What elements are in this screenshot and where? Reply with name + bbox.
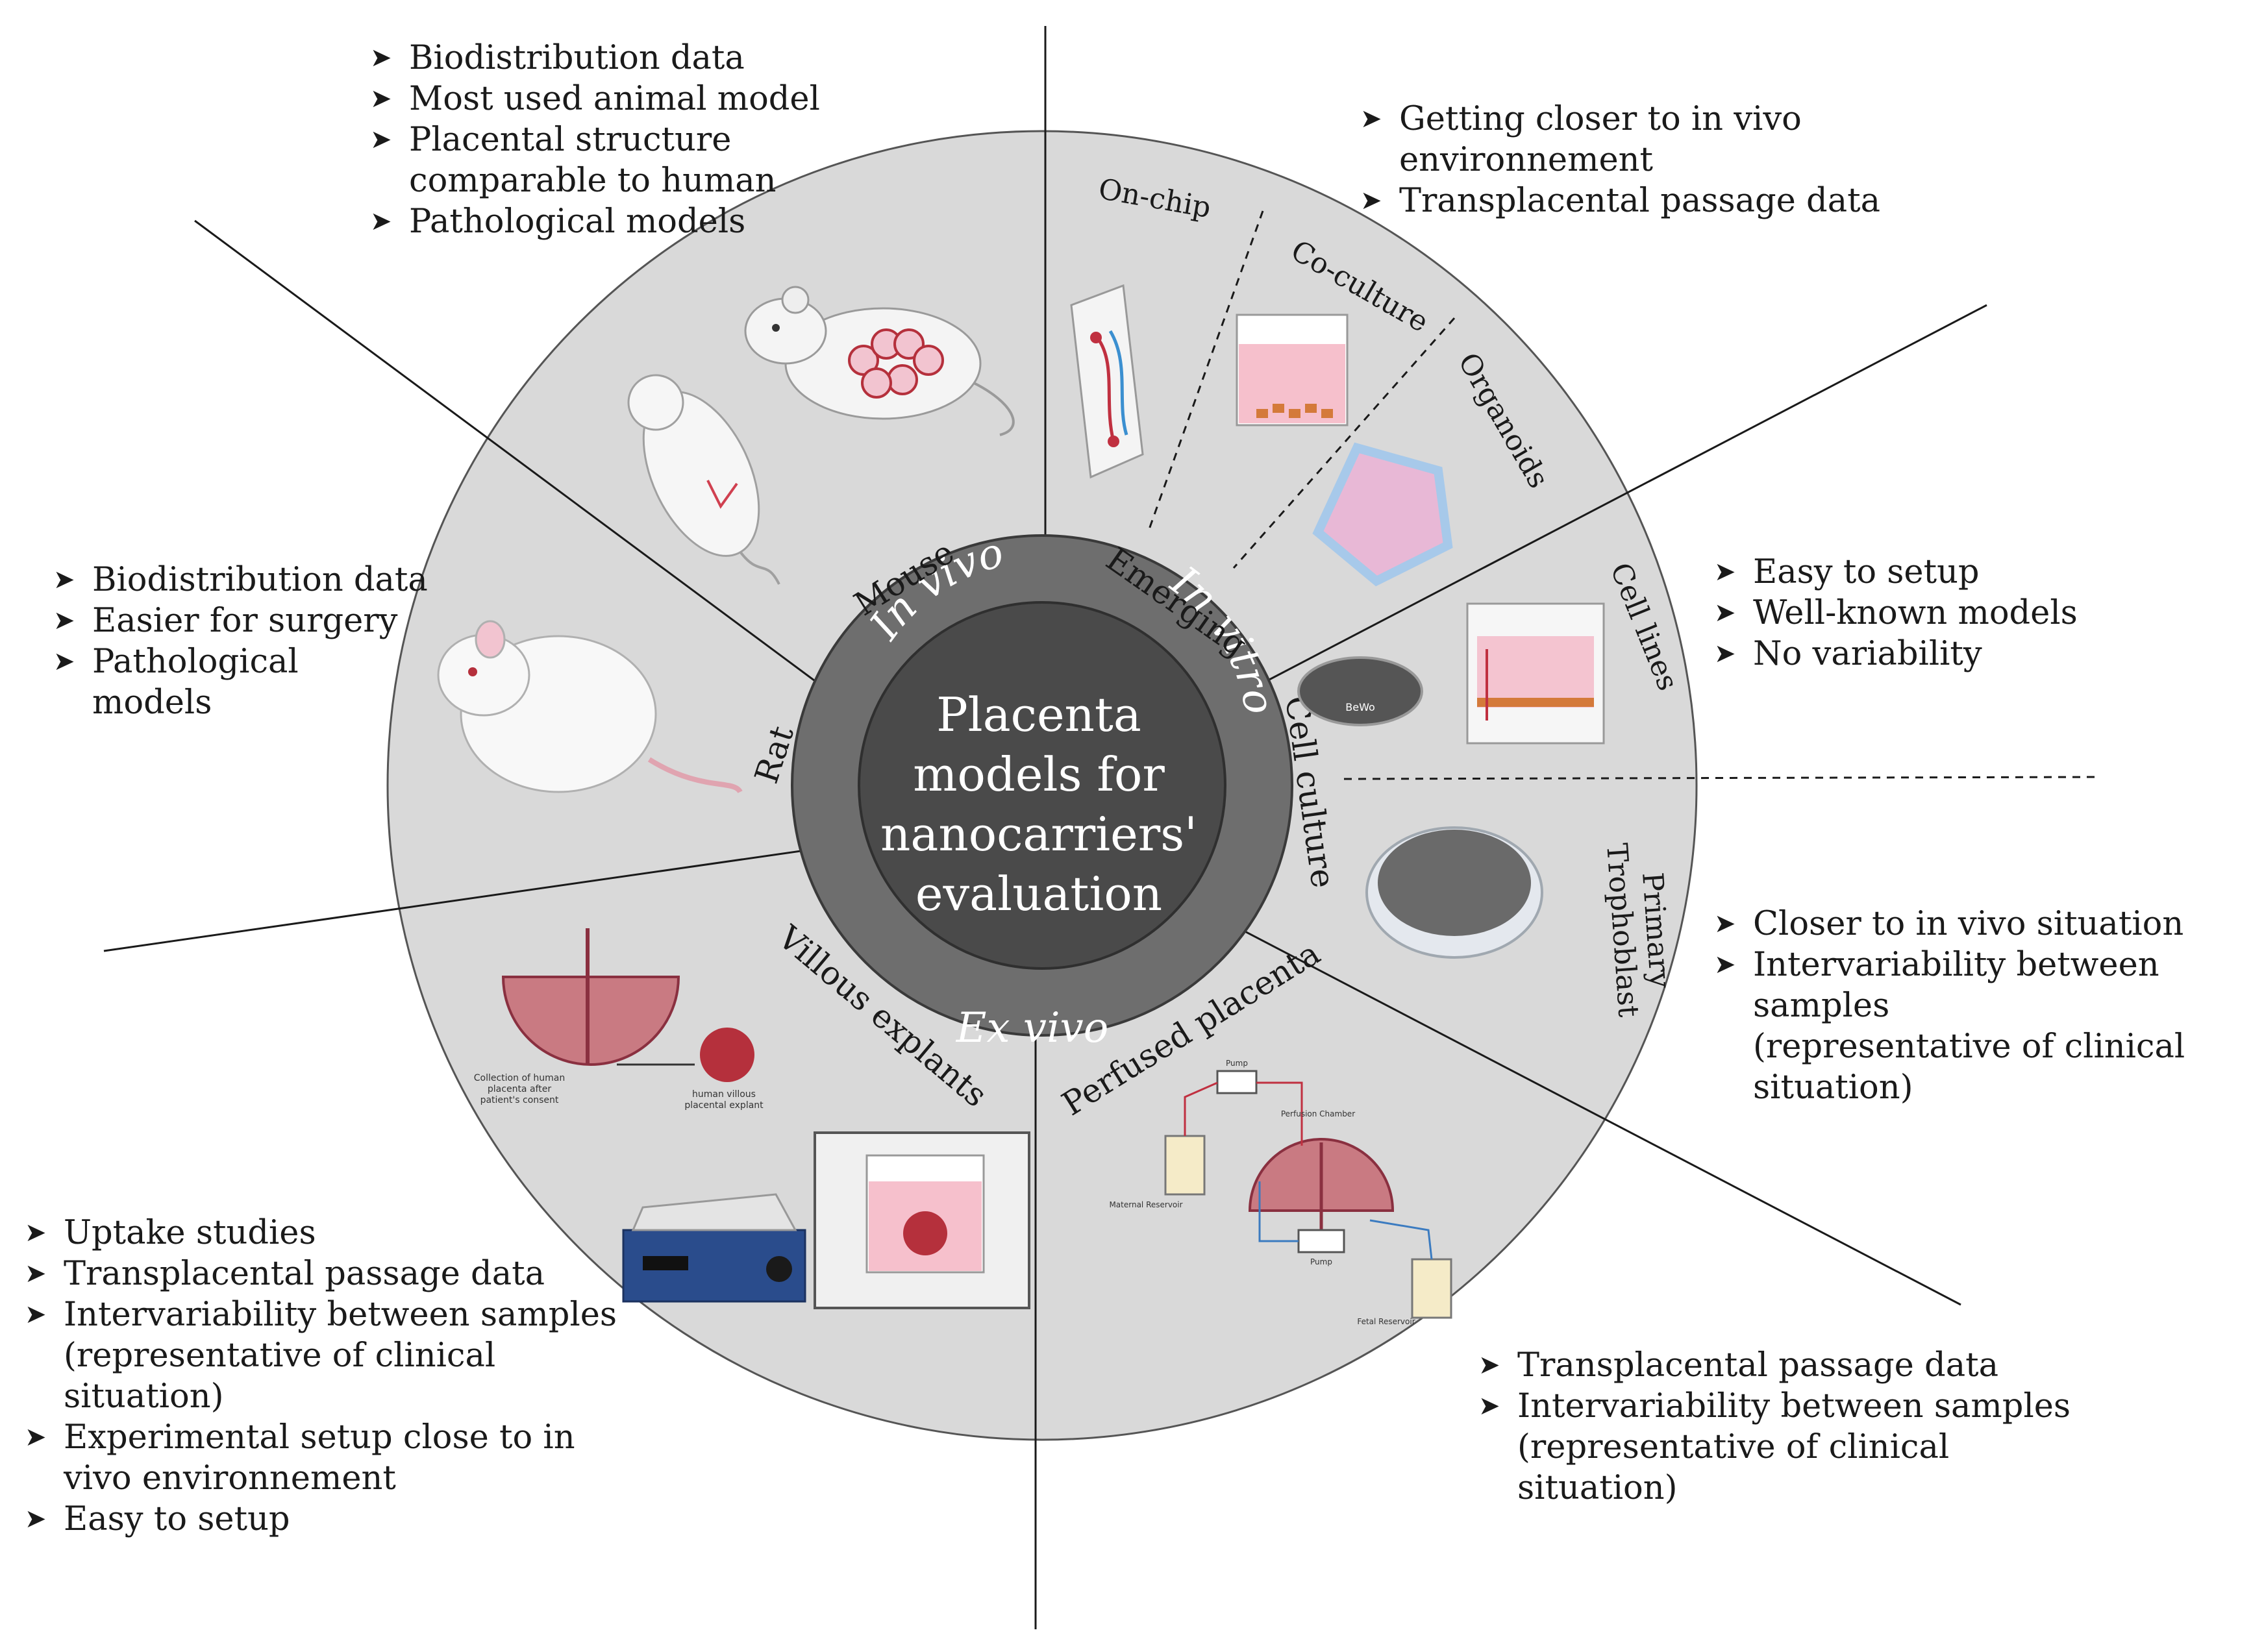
note-item: Easier for surgery — [53, 600, 428, 641]
note-line: Intervariability between samples — [1517, 1387, 2071, 1425]
note-line: Transplacental passage data — [1517, 1346, 1998, 1385]
note-line: Easy to setup — [64, 1500, 290, 1538]
note-line: Uptake studies — [64, 1214, 316, 1252]
note-line: situation) — [1517, 1469, 1678, 1507]
note-line: Experimental setup close to in — [64, 1418, 575, 1457]
note-line: models — [92, 684, 212, 722]
mouse-notes: Biodistribution dataMost used animal mod… — [370, 38, 820, 242]
cell-lines-illustration: BeWo — [1297, 602, 1605, 745]
label-primary: Primary — [1636, 871, 1676, 989]
note-line: Easier for surgery — [92, 602, 398, 640]
note-item: Transplacental passage data — [1360, 180, 1880, 221]
organoid-illustration — [1312, 442, 1453, 587]
note-item: Easy to setup — [1714, 552, 2078, 593]
note-item: Well-known models — [1714, 593, 2078, 634]
note-item: Closer to in vivo situation — [1714, 904, 2264, 944]
maternal-reservoir-label: Maternal Reservoir — [1109, 1200, 1182, 1209]
ring-label-ex-vivo: Ex vivo — [956, 1004, 1108, 1052]
fetal-reservoir-label: Fetal Reservoir — [1357, 1317, 1415, 1326]
note-line: Intervariability between samples — [64, 1296, 617, 1334]
explant-label-1: human villous — [692, 1089, 756, 1100]
shaker-illustration — [622, 1193, 806, 1303]
collection-label-3: patient's consent — [480, 1095, 559, 1105]
explant-well-illustration — [814, 1131, 1030, 1309]
rat-notes: Biodistribution dataEasier for surgeryPa… — [53, 560, 428, 723]
collection-label-2: placenta after — [488, 1084, 551, 1094]
collection-label-1: Collection of human — [474, 1073, 565, 1083]
note-line: (representative of clinical — [1753, 1028, 2185, 1066]
note-line: Placental structure — [409, 121, 732, 159]
note-item: Biodistribution data — [53, 560, 428, 600]
pump-label-top: Pump — [1226, 1059, 1248, 1068]
note-line: Intervariability between samples — [1753, 946, 2159, 1025]
note-line: situation) — [1753, 1068, 1913, 1107]
note-line: Getting closer to in vivo — [1399, 100, 1802, 138]
note-line: Transplacental passage data — [1399, 182, 1880, 220]
on-chip-illustration — [1070, 284, 1144, 479]
note-line: Transplacental passage data — [64, 1255, 545, 1293]
note-item: Intervariability between samples(represe… — [25, 1294, 617, 1417]
cell-lines-notes: Easy to setupWell-known modelsNo variabi… — [1714, 552, 2078, 674]
mouse-illustration — [744, 286, 1015, 436]
note-line: Most used animal model — [409, 80, 820, 118]
perfusion-chamber-label: Perfusion Chamber — [1281, 1109, 1355, 1118]
note-line: Pathological models — [409, 203, 746, 241]
center-title-line: evaluation — [915, 867, 1163, 921]
note-item: Uptake studies — [25, 1213, 617, 1253]
center-title-line: Placenta — [936, 687, 1141, 742]
bewo-label: BeWo — [1345, 701, 1375, 713]
co-culture-illustration — [1236, 314, 1349, 426]
note-line: (representative of clinical — [64, 1337, 496, 1375]
divider-upper-left — [194, 219, 825, 689]
mouse-dissection-illustration — [627, 374, 780, 585]
perfused-placenta-illustration: Pump Pump Perfusion Chamber Maternal Res… — [1109, 1059, 1452, 1326]
primary-trophoblast-notes: Closer to in vivo situationIntervariabil… — [1714, 904, 2264, 1108]
note-item: Most used animal model — [370, 79, 820, 119]
note-line: Pathological — [92, 643, 299, 681]
emerging-notes: Getting closer to in vivoenvironnementTr… — [1360, 99, 1880, 221]
note-item: Transplacental passage data — [1478, 1345, 2071, 1386]
divider-lower-left — [103, 843, 851, 952]
note-line: No variability — [1753, 635, 1982, 673]
note-item: No variability — [1714, 634, 2078, 674]
note-line: comparable to human — [409, 162, 777, 200]
note-line: (representative of clinical — [1517, 1428, 1950, 1466]
note-item: Intervariability between samples(represe… — [1714, 944, 2264, 1108]
dashed-divider-coculture — [1232, 317, 1456, 569]
inner-disc — [858, 601, 1226, 970]
explant-label-2: placental explant — [684, 1100, 764, 1111]
center-title-line: nanocarriers' — [880, 807, 1197, 861]
note-line: situation) — [64, 1377, 224, 1416]
villous-placenta-illustration: Collection of human placenta after patie… — [474, 928, 764, 1111]
center-title: Placenta models for nanocarriers' evalua… — [864, 685, 1214, 924]
primary-trophoblast-illustration — [1365, 826, 1543, 959]
note-line: Closer to in vivo situation — [1753, 905, 2184, 943]
note-line: Easy to setup — [1753, 553, 1980, 591]
villous-explants-notes: Uptake studiesTransplacental passage dat… — [25, 1213, 617, 1540]
note-line: Well-known models — [1753, 594, 2078, 632]
note-item: Biodistribution data — [370, 38, 820, 79]
note-line: vivo environnement — [64, 1459, 396, 1498]
divider-upper-right — [1252, 304, 1987, 689]
dashed-divider-primary — [1343, 776, 2098, 780]
note-line: environnement — [1399, 141, 1653, 179]
center-title-line: models for — [913, 747, 1165, 802]
note-item: Intervariability between samples(represe… — [1478, 1386, 2071, 1509]
note-line: Biodistribution data — [92, 561, 428, 599]
pump-label-bottom: Pump — [1310, 1257, 1332, 1266]
note-item: Transplacental passage data — [25, 1253, 617, 1294]
note-item: Pathological models — [370, 201, 820, 242]
note-line: Biodistribution data — [409, 39, 745, 77]
divider-lower-right — [1207, 911, 1961, 1306]
note-item: Easy to setup — [25, 1499, 617, 1540]
perfused-placenta-notes: Transplacental passage dataIntervariabil… — [1478, 1345, 2071, 1509]
rat-illustration — [437, 620, 743, 794]
